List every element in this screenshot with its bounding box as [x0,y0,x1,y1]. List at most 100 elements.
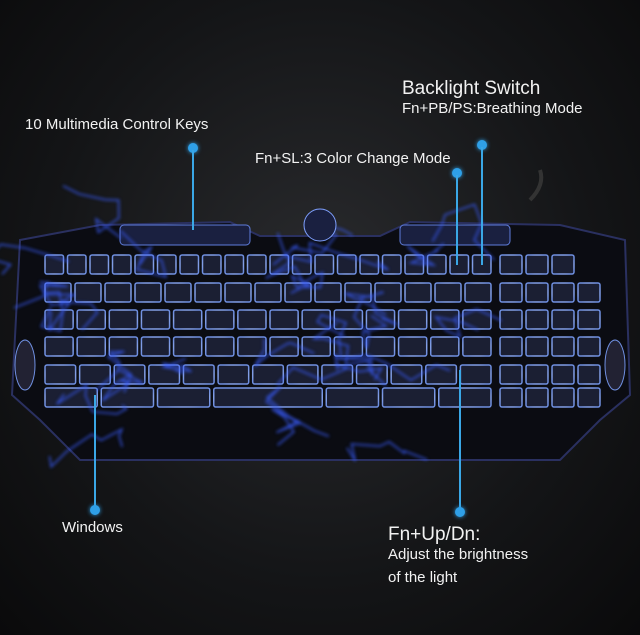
lightning-bolt [311,322,387,387]
numpad-key [525,282,549,303]
lightning-pattern [0,185,502,469]
key [429,336,460,357]
speaker-left [14,339,36,391]
key [224,254,245,275]
key [156,387,211,408]
lightning-bolt [264,386,330,437]
key [74,282,102,303]
key [404,282,432,303]
windows-label: Windows [62,519,123,536]
key [78,364,111,385]
lightning-bolt [160,358,192,375]
lightning-bolt [0,243,70,275]
key [217,364,250,385]
key [333,309,364,330]
numpad-key [525,336,549,357]
numpad-key [499,254,523,275]
numpad-key [525,387,549,408]
lightning-bolt [62,185,122,239]
brightness-callout-dot [455,507,465,517]
brightness-title: Fn+Up/Dn: [388,524,481,545]
lightning-bolt [353,299,388,349]
key [76,336,107,357]
color-mode-callout-dot [452,168,462,178]
key [172,309,203,330]
lightning-bolt [334,353,451,382]
key [359,254,380,275]
windows-callout-line [94,395,96,508]
key [224,282,252,303]
key [462,336,492,357]
numpad-key [551,364,575,385]
numpad-key [499,282,523,303]
numpad-key [551,254,575,275]
lightning-bolt [101,368,144,402]
lightning-bolt [276,363,384,385]
key [254,282,282,303]
logo-emblem [303,208,337,242]
key [204,336,235,357]
key [397,336,428,357]
numpad-key [551,309,575,330]
key [269,309,299,330]
key [140,336,171,357]
lightning-bolt [119,230,168,279]
key [381,387,436,408]
key [397,309,428,330]
numpad-key [577,364,601,385]
backlight-callout-dot [477,140,487,150]
key [111,254,132,275]
brightness-callout-line [459,370,461,510]
numpad-key [551,336,575,357]
backlight-callout-line [481,147,483,265]
key [438,387,492,408]
numpad-key [499,364,523,385]
key [179,254,200,275]
numpad-key [577,309,601,330]
numpad-key [499,336,523,357]
numpad-key [577,282,601,303]
key [66,254,87,275]
cable [528,169,544,202]
key [44,364,77,385]
key [182,364,215,385]
key [464,282,492,303]
numpad-key [551,387,575,408]
key [204,309,235,330]
key [325,387,380,408]
numpad-key [577,387,601,408]
lightning-bolt [13,293,99,331]
key [365,336,396,357]
multimedia-callout-dot [188,143,198,153]
key [251,364,285,385]
backlight-keys-panel [399,224,511,246]
lightning-bolt [254,338,315,367]
key [246,254,267,275]
key [390,364,423,385]
numpad-key [525,364,549,385]
key [156,254,177,275]
numpad-key [499,387,523,408]
brightness-line2: of the light [388,569,458,586]
numpad-key [577,336,601,357]
numpad-key [499,309,523,330]
lightning-bolt [406,242,445,267]
key [108,336,139,357]
numpad-key [525,254,549,275]
key [44,254,65,275]
key [172,336,203,357]
key [449,254,470,275]
lightning-bolt [95,350,133,393]
brightness-line1: Adjust the brightness [388,546,529,563]
key [314,254,335,275]
multimedia-callout-line [192,150,194,230]
key [269,254,290,275]
lightning-bolt [272,224,354,266]
lightning-bolt [48,427,124,469]
key [336,254,357,275]
key [434,282,462,303]
key [237,336,267,357]
color-mode-callout-line [456,175,458,265]
speaker-right [604,339,626,391]
